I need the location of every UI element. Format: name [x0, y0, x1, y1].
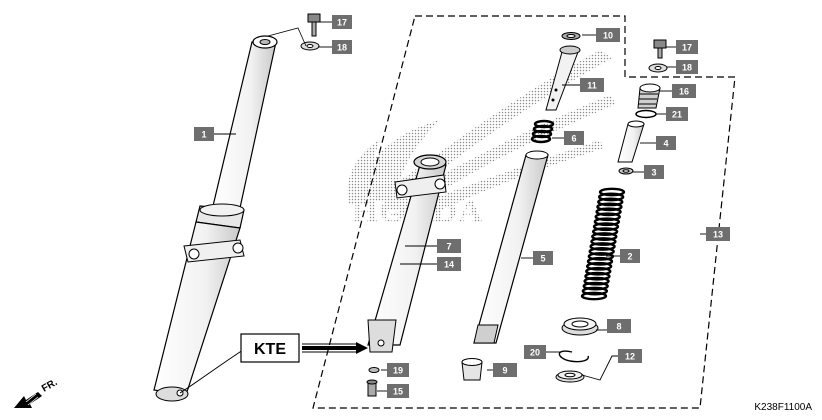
callout-4: 4	[656, 136, 676, 150]
spring-coil	[585, 261, 613, 271]
spring-coil	[582, 281, 609, 291]
spring-collar	[617, 120, 645, 163]
callout-label: 11	[587, 81, 597, 91]
callout-6: 6	[564, 131, 584, 145]
fork-pipe	[473, 150, 549, 344]
spring-coil	[597, 197, 624, 207]
spring-coil	[586, 256, 614, 266]
drawing-code: K238F1100A	[754, 402, 812, 413]
spring-coil	[588, 247, 615, 256]
spring-coil	[595, 207, 622, 217]
callout-label: 17	[337, 18, 347, 28]
left-fork-assembly	[153, 35, 278, 402]
callout-label: 5	[540, 254, 545, 264]
callout-label: 1	[201, 130, 206, 140]
callout-label: 10	[603, 31, 613, 41]
piston-ring	[561, 32, 581, 40]
callout-label: 21	[672, 110, 682, 120]
callout-21: 21	[666, 107, 688, 121]
callout-3: 3	[644, 165, 664, 179]
callout-label: 16	[679, 87, 689, 97]
left-top-bolt	[307, 13, 321, 37]
spring-coil	[598, 187, 626, 197]
oil-seal	[555, 370, 585, 383]
o-ring	[635, 109, 657, 119]
callout-label: 13	[713, 230, 723, 240]
spring-coil	[590, 237, 617, 246]
spring-coil	[594, 212, 621, 222]
spring-seat	[618, 167, 634, 175]
spring-coil	[592, 222, 620, 232]
callout-16: 16	[672, 84, 696, 98]
callout-label: 9	[502, 366, 507, 376]
callout-label: 14	[444, 260, 454, 270]
spring-coil	[596, 202, 623, 212]
callout-7: 7	[437, 239, 461, 253]
callout-17-left: 17	[332, 15, 352, 29]
left-washer	[300, 41, 320, 51]
spring-coil	[589, 242, 616, 251]
spring-coil	[580, 291, 608, 301]
callout-1: 1	[194, 127, 214, 141]
callout-10: 10	[596, 28, 620, 42]
callout-20: 20	[524, 345, 546, 359]
spring-coil	[585, 266, 612, 276]
callout-label: 3	[651, 168, 656, 178]
callout-18-right: 18	[676, 60, 698, 74]
callout-label: 15	[393, 387, 403, 397]
fork-bolt	[637, 83, 661, 109]
right-top-bolt	[653, 39, 667, 59]
callout-label: 2	[627, 252, 632, 262]
callout-5: 5	[533, 251, 553, 265]
callout-17-right: 17	[676, 40, 698, 54]
callout-label: 19	[393, 366, 403, 376]
spring-coil	[593, 217, 621, 227]
callout-label: 6	[571, 134, 576, 144]
oil-lock-piece	[461, 358, 483, 381]
front-direction-arrow: FR.	[14, 377, 60, 408]
leader-lines	[214, 21, 706, 392]
spring-coil	[597, 192, 625, 202]
callout-11: 11	[580, 78, 604, 92]
callout-14: 14	[437, 257, 461, 271]
callout-8: 8	[607, 319, 631, 333]
svg-text:KTE: KTE	[254, 341, 286, 358]
right-washer	[648, 63, 668, 73]
callout-9: 9	[493, 363, 517, 377]
stopper-ring	[558, 350, 589, 363]
callout-15: 15	[387, 384, 409, 398]
callout-19: 19	[387, 363, 409, 377]
callout-label: 12	[625, 352, 635, 362]
callout-label: 18	[682, 63, 692, 73]
callout-label: 8	[616, 322, 621, 332]
spring-coil	[584, 271, 611, 281]
spring-coil	[591, 232, 618, 241]
callout-label: 20	[530, 348, 540, 358]
spring-coil	[583, 276, 610, 286]
socket-bolt	[366, 379, 378, 397]
sealing-washer	[368, 367, 380, 373]
callout-label: 18	[337, 43, 347, 53]
bottom-case	[367, 154, 447, 353]
dust-seal	[561, 317, 599, 336]
callout-2: 2	[620, 249, 640, 263]
callout-label: 7	[446, 242, 451, 252]
spring-coil	[591, 227, 619, 237]
callout-18-left: 18	[332, 40, 352, 54]
rebound-spring	[530, 119, 555, 144]
callout-13: 13	[706, 227, 730, 241]
right-fork-group-frame	[312, 15, 736, 409]
fork-piston	[545, 45, 581, 111]
callout-label: 17	[682, 43, 692, 53]
front-direction-label: FR.	[40, 377, 60, 395]
kte-label: KTE	[240, 333, 368, 363]
fork-spring	[580, 187, 626, 301]
callout-12: 12	[618, 349, 642, 363]
callout-label: 4	[663, 139, 668, 149]
spring-coil	[581, 286, 609, 296]
